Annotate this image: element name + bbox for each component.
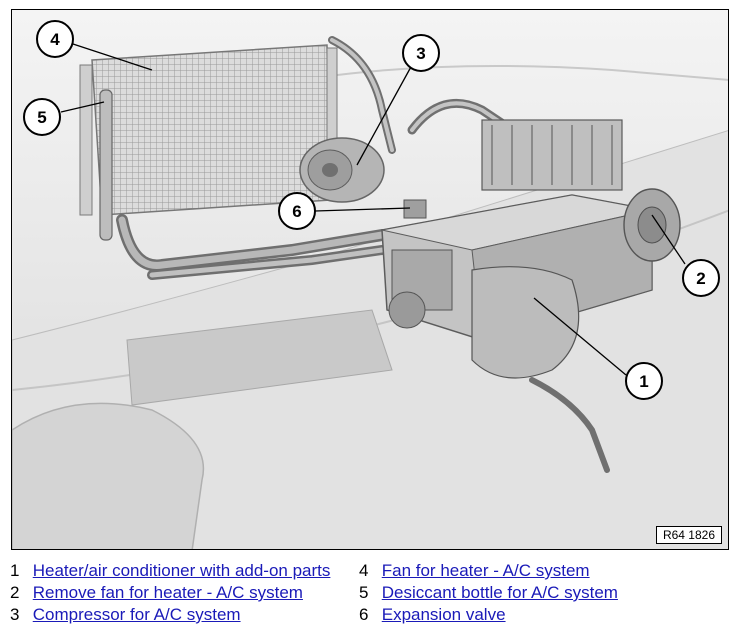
- legend-item-1: 1 Heater/air conditioner with add-on par…: [10, 560, 330, 582]
- legend-item-2: 2 Remove fan for heater - A/C system: [10, 582, 303, 604]
- callout-1: 1: [625, 362, 663, 400]
- svg-text:3: 3: [416, 44, 425, 63]
- diagram-figure: 4 5 3 6 2 1 R64 1826: [11, 9, 729, 550]
- legend-number: 4: [359, 561, 369, 580]
- figure-reference-code: R64 1826: [655, 526, 722, 544]
- callout-6: 6: [278, 192, 316, 230]
- callout-5: 5: [23, 98, 61, 136]
- legend-item-3: 3 Compressor for A/C system: [10, 604, 241, 626]
- legend-number: 5: [359, 583, 369, 602]
- svg-text:6: 6: [292, 202, 301, 221]
- legend-item-5: 5 Desiccant bottle for A/C system: [359, 582, 618, 604]
- svg-text:1: 1: [639, 372, 648, 391]
- expansion-valve-part: [403, 199, 427, 219]
- legend-link-fan[interactable]: Fan for heater - A/C system: [381, 561, 590, 580]
- svg-text:5: 5: [37, 108, 46, 127]
- desiccant-bottle-part: [99, 89, 113, 241]
- legend-link-compressor[interactable]: Compressor for A/C system: [32, 605, 241, 624]
- callout-4: 4: [36, 20, 74, 58]
- legend-link-desiccant-bottle[interactable]: Desiccant bottle for A/C system: [381, 583, 618, 602]
- legend-number: 1: [10, 561, 20, 580]
- legend-number: 6: [359, 605, 369, 624]
- blower-fan-part: [623, 188, 681, 262]
- legend-number: 2: [10, 583, 20, 602]
- legend-item-6: 6 Expansion valve: [359, 604, 506, 626]
- refrigerant-lines: [116, 36, 610, 473]
- legend-link-remove-fan[interactable]: Remove fan for heater - A/C system: [32, 583, 303, 602]
- legend-item-4: 4 Fan for heater - A/C system: [359, 560, 590, 582]
- legend-link-heater-ac-unit[interactable]: Heater/air conditioner with add-on parts: [32, 561, 331, 580]
- callout-2: 2: [682, 259, 720, 297]
- compressor-part: [299, 137, 385, 203]
- svg-text:2: 2: [696, 269, 705, 288]
- engine-bay-illustration: 4 5 3 6 2 1: [12, 10, 728, 549]
- legend-number: 3: [10, 605, 20, 624]
- condenser-part: [79, 44, 338, 216]
- heater-ac-unit-part: [381, 119, 653, 379]
- callout-3: 3: [402, 34, 440, 72]
- legend-link-expansion-valve[interactable]: Expansion valve: [381, 605, 506, 624]
- svg-text:4: 4: [50, 30, 60, 49]
- callout-leader-lines: [60, 43, 686, 376]
